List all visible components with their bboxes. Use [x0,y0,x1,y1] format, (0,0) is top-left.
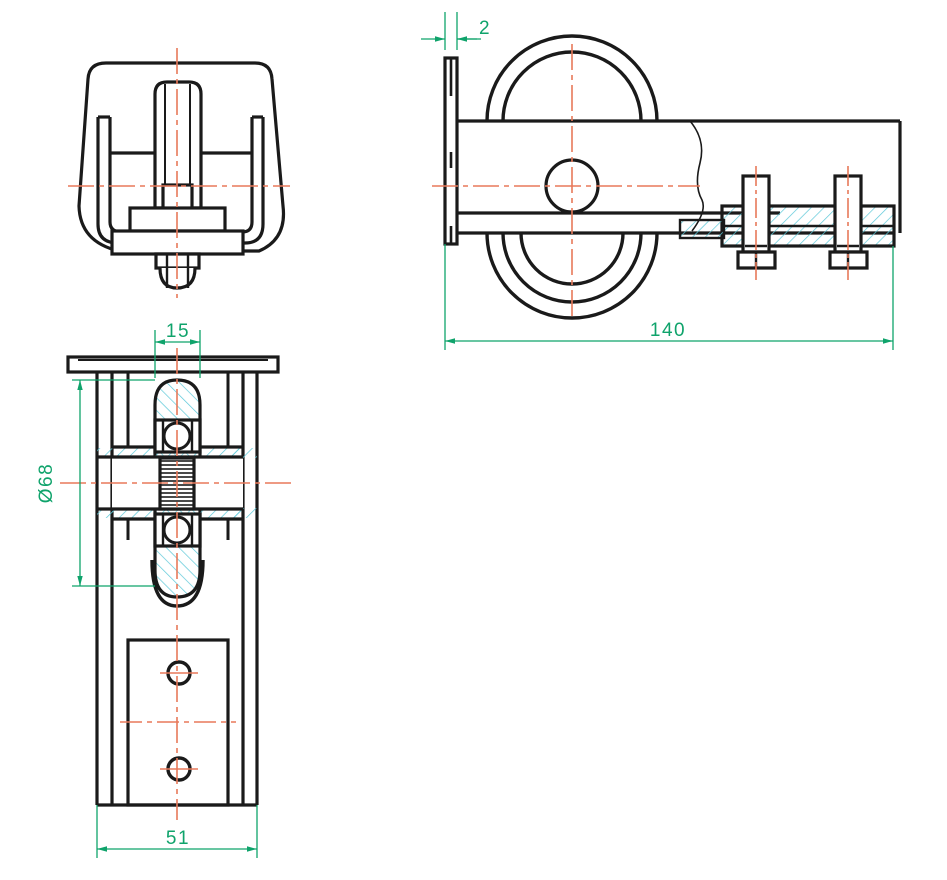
dimension-value-15: 15 [166,321,190,342]
dimension-value-140: 140 [650,320,686,341]
dimension-length-140: 140 [444,244,894,350]
front-view-rail-hatch-tl [97,448,119,458]
front-view-roller-body [153,378,202,599]
front-view-rail-hatch-tr [232,448,257,458]
dimension-width-51: 51 [96,805,258,858]
dimension-value-51: 51 [166,828,190,849]
dimension-value-2: 2 [479,18,491,39]
front-view-rail-hatch-bl [97,508,119,518]
dimension-thickness-2: 2 [421,12,491,50]
side-view-tongue-hatch [680,220,724,238]
side-section-view: 2 140 [421,12,902,350]
dimension-width-15: 15 [154,321,201,378]
top-view [68,48,290,298]
side-view-roller-outer-arc-bottom [485,232,659,320]
front-section-view: 15 Ø68 51 [36,321,296,858]
dimension-value-68: Ø68 [36,463,57,503]
side-view-section-break-line [689,120,705,232]
dimension-diameter-68: Ø68 [36,379,155,587]
side-view-roller-outer-arc-top [485,34,659,122]
side-view-tongue [678,218,726,240]
front-view-rail-hatch-br [232,508,257,518]
